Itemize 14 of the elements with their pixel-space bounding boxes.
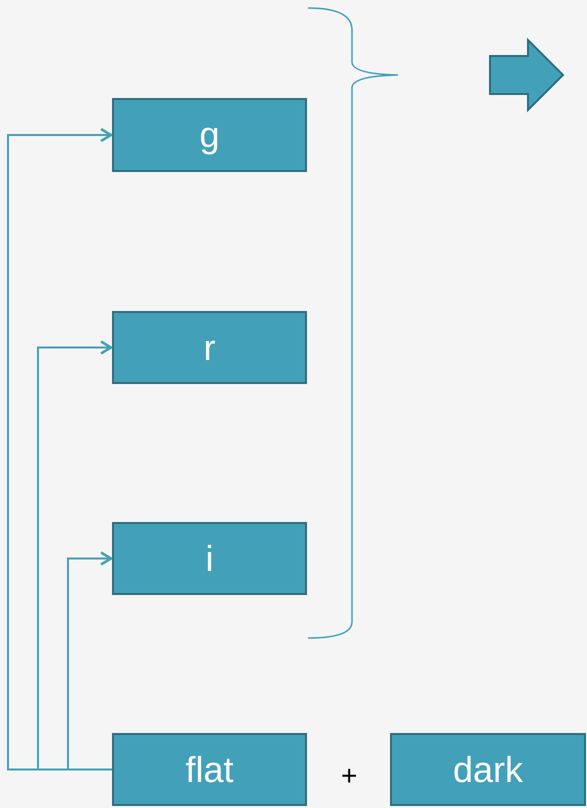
process-box xyxy=(112,311,307,384)
box-label: flat xyxy=(185,752,234,788)
connector-arrow xyxy=(67,551,112,770)
box-label: dark xyxy=(452,752,524,788)
box-label: i xyxy=(206,540,214,576)
process-box xyxy=(112,98,307,172)
box-label: r xyxy=(204,330,216,366)
process-box xyxy=(112,733,307,806)
connector-arrow xyxy=(37,340,112,770)
process-box xyxy=(112,522,307,595)
connector-arrow xyxy=(7,128,112,770)
plus-sign: + xyxy=(341,762,358,790)
process-box xyxy=(390,733,586,806)
box-label: g xyxy=(199,117,220,153)
